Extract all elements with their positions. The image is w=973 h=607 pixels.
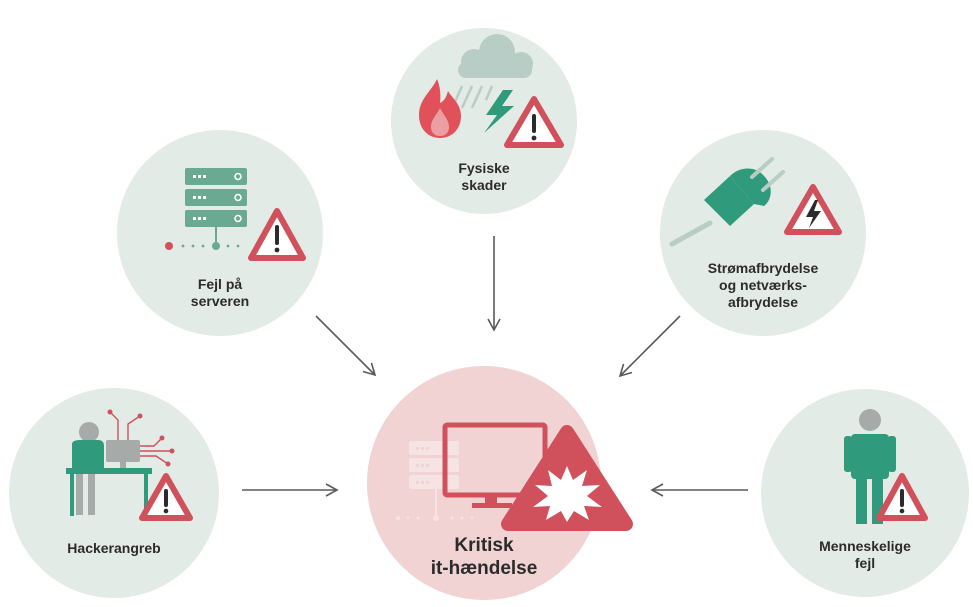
physical-damage-label-line2: skader [461, 177, 507, 193]
warning-icon [139, 473, 193, 521]
server-rack-icon [165, 168, 247, 250]
electric-warning-icon [784, 184, 842, 235]
critical-incident-label: Kritisk it-hændelse [404, 534, 564, 580]
lightning-bolt-icon [484, 90, 514, 133]
human-error-label: Menneskelige fejl [795, 538, 935, 572]
physical-damage-label-line1: Fysiske [458, 160, 510, 176]
fire-inner-icon [431, 108, 449, 136]
power-outage-label-line2: og netværks- [719, 277, 807, 293]
power-outage-circle [660, 130, 866, 336]
server-error-label-line1: Fejl på [197, 276, 243, 292]
power-outage-label-line3: afbrydelse [727, 294, 799, 310]
server-error-label-line2: serveren [190, 293, 250, 309]
critical-incident-label-line1: Kritisk [454, 535, 514, 556]
explosion-warning-icon [501, 425, 633, 531]
power-plug-icon [669, 157, 785, 247]
server-error-circle [117, 130, 323, 336]
human-error-label-line1: Menneskelige [819, 538, 911, 554]
critical-incident-label-line2: it-hændelse [430, 558, 538, 579]
person-icon [844, 409, 896, 524]
hacker-attack-label: Hackerangreb [44, 540, 184, 557]
server-error-label: Fejl på serveren [160, 276, 280, 310]
hacker-attack-label-line1: Hackerangreb [67, 540, 161, 556]
warning-icon [876, 473, 928, 521]
power-outage-label: Strømafbrydelse og netværks- afbrydelse [683, 260, 843, 311]
power-outage-label-line1: Strømafbrydelse [707, 260, 819, 276]
physical-damage-label: Fysiske skader [424, 160, 544, 194]
warning-icon [504, 96, 564, 148]
arrow-power-to-center [618, 315, 681, 378]
hacker-attack-circle [9, 388, 219, 598]
human-error-label-line2: fejl [854, 555, 876, 571]
storm-cloud-icon [452, 34, 533, 109]
hacker-person-icon [66, 409, 175, 516]
warning-icon [248, 208, 306, 261]
arrow-server-to-center [315, 315, 377, 377]
